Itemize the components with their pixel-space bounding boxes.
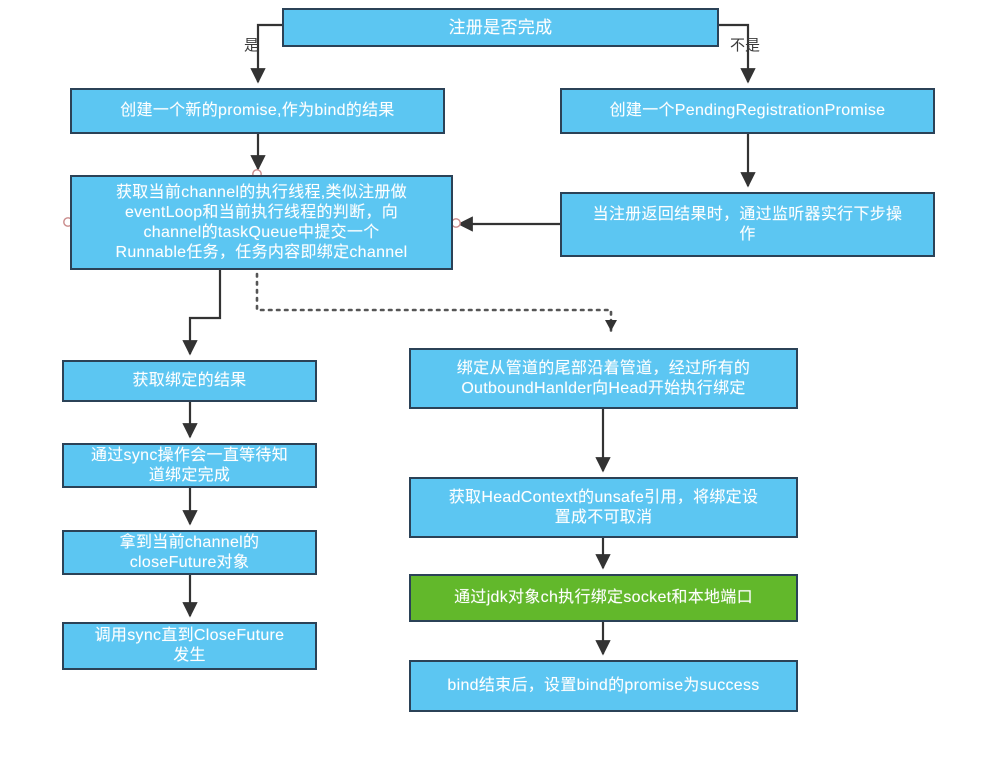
edge-task-queue-dotted-arrowhead xyxy=(605,320,617,331)
node-label: 通过sync操作会一直等待知 道绑定完成 xyxy=(90,446,289,484)
node-get-bind-result[interactable]: 获取绑定的结果 xyxy=(62,360,317,402)
node-label: 调用sync直到CloseFuture 发生 xyxy=(94,627,285,664)
node-get-channel-executor-thread[interactable]: 获取当前channel的执行线程,类似注册做 eventLoop和当前执行线程的… xyxy=(70,175,453,270)
node-listener-next-step[interactable]: 当注册返回结果时，通过监听器实行下步操 作 xyxy=(560,192,935,257)
node-head-context-unsafe[interactable]: 获取HeadContext的unsafe引用，将绑定设 置成不可取消 xyxy=(409,477,798,538)
node-label: 获取当前channel的执行线程,类似注册做 eventLoop和当前执行线程的… xyxy=(115,183,408,261)
node-label: 创建一个PendingRegistrationPromise xyxy=(609,102,886,119)
node-decision-registration-complete[interactable]: 注册是否完成 xyxy=(282,8,719,47)
node-jdk-bind-socket[interactable]: 通过jdk对象ch执行绑定socket和本地端口 xyxy=(409,574,798,622)
node-label: 获取HeadContext的unsafe引用，将绑定设 置成不可取消 xyxy=(448,488,759,526)
node-sync-until-close-future[interactable]: 调用sync直到CloseFuture 发生 xyxy=(62,622,317,670)
node-label: 当注册返回结果时，通过监听器实行下步操 作 xyxy=(592,205,903,243)
edge-channel-thread-to-bind-result xyxy=(182,270,222,356)
node-bind-promise-success[interactable]: bind结束后，设置bind的promise为success xyxy=(409,660,798,712)
node-create-pending-registration-promise[interactable]: 创建一个PendingRegistrationPromise xyxy=(560,88,935,134)
node-label: 注册是否完成 xyxy=(448,17,553,37)
edge-decision-to-create-promise xyxy=(250,23,282,84)
node-label: bind结束后，设置bind的promise为success xyxy=(447,677,760,694)
node-label: 获取绑定的结果 xyxy=(132,372,247,389)
node-create-new-promise[interactable]: 创建一个新的promise,作为bind的结果 xyxy=(70,88,445,134)
node-sync-wait-for-bind[interactable]: 通过sync操作会一直等待知 道绑定完成 xyxy=(62,443,317,488)
node-label: 拿到当前channel的 closeFuture对象 xyxy=(119,533,260,571)
node-pipeline-tail-to-head[interactable]: 绑定从管道的尾部沿着管道，经过所有的 OutboundHanlder向Head开… xyxy=(409,348,798,409)
connector-dot-right xyxy=(451,218,461,228)
edge-label-no: 不是 xyxy=(730,37,761,54)
node-label: 绑定从管道的尾部沿着管道，经过所有的 OutboundHanlder向Head开… xyxy=(456,359,751,397)
node-get-close-future-object[interactable]: 拿到当前channel的 closeFuture对象 xyxy=(62,530,317,575)
edge-label-yes: 是 xyxy=(244,37,260,54)
node-label: 创建一个新的promise,作为bind的结果 xyxy=(120,102,395,119)
edge-task-queue-dotted xyxy=(255,272,613,338)
node-label: 通过jdk对象ch执行绑定socket和本地端口 xyxy=(454,589,753,606)
